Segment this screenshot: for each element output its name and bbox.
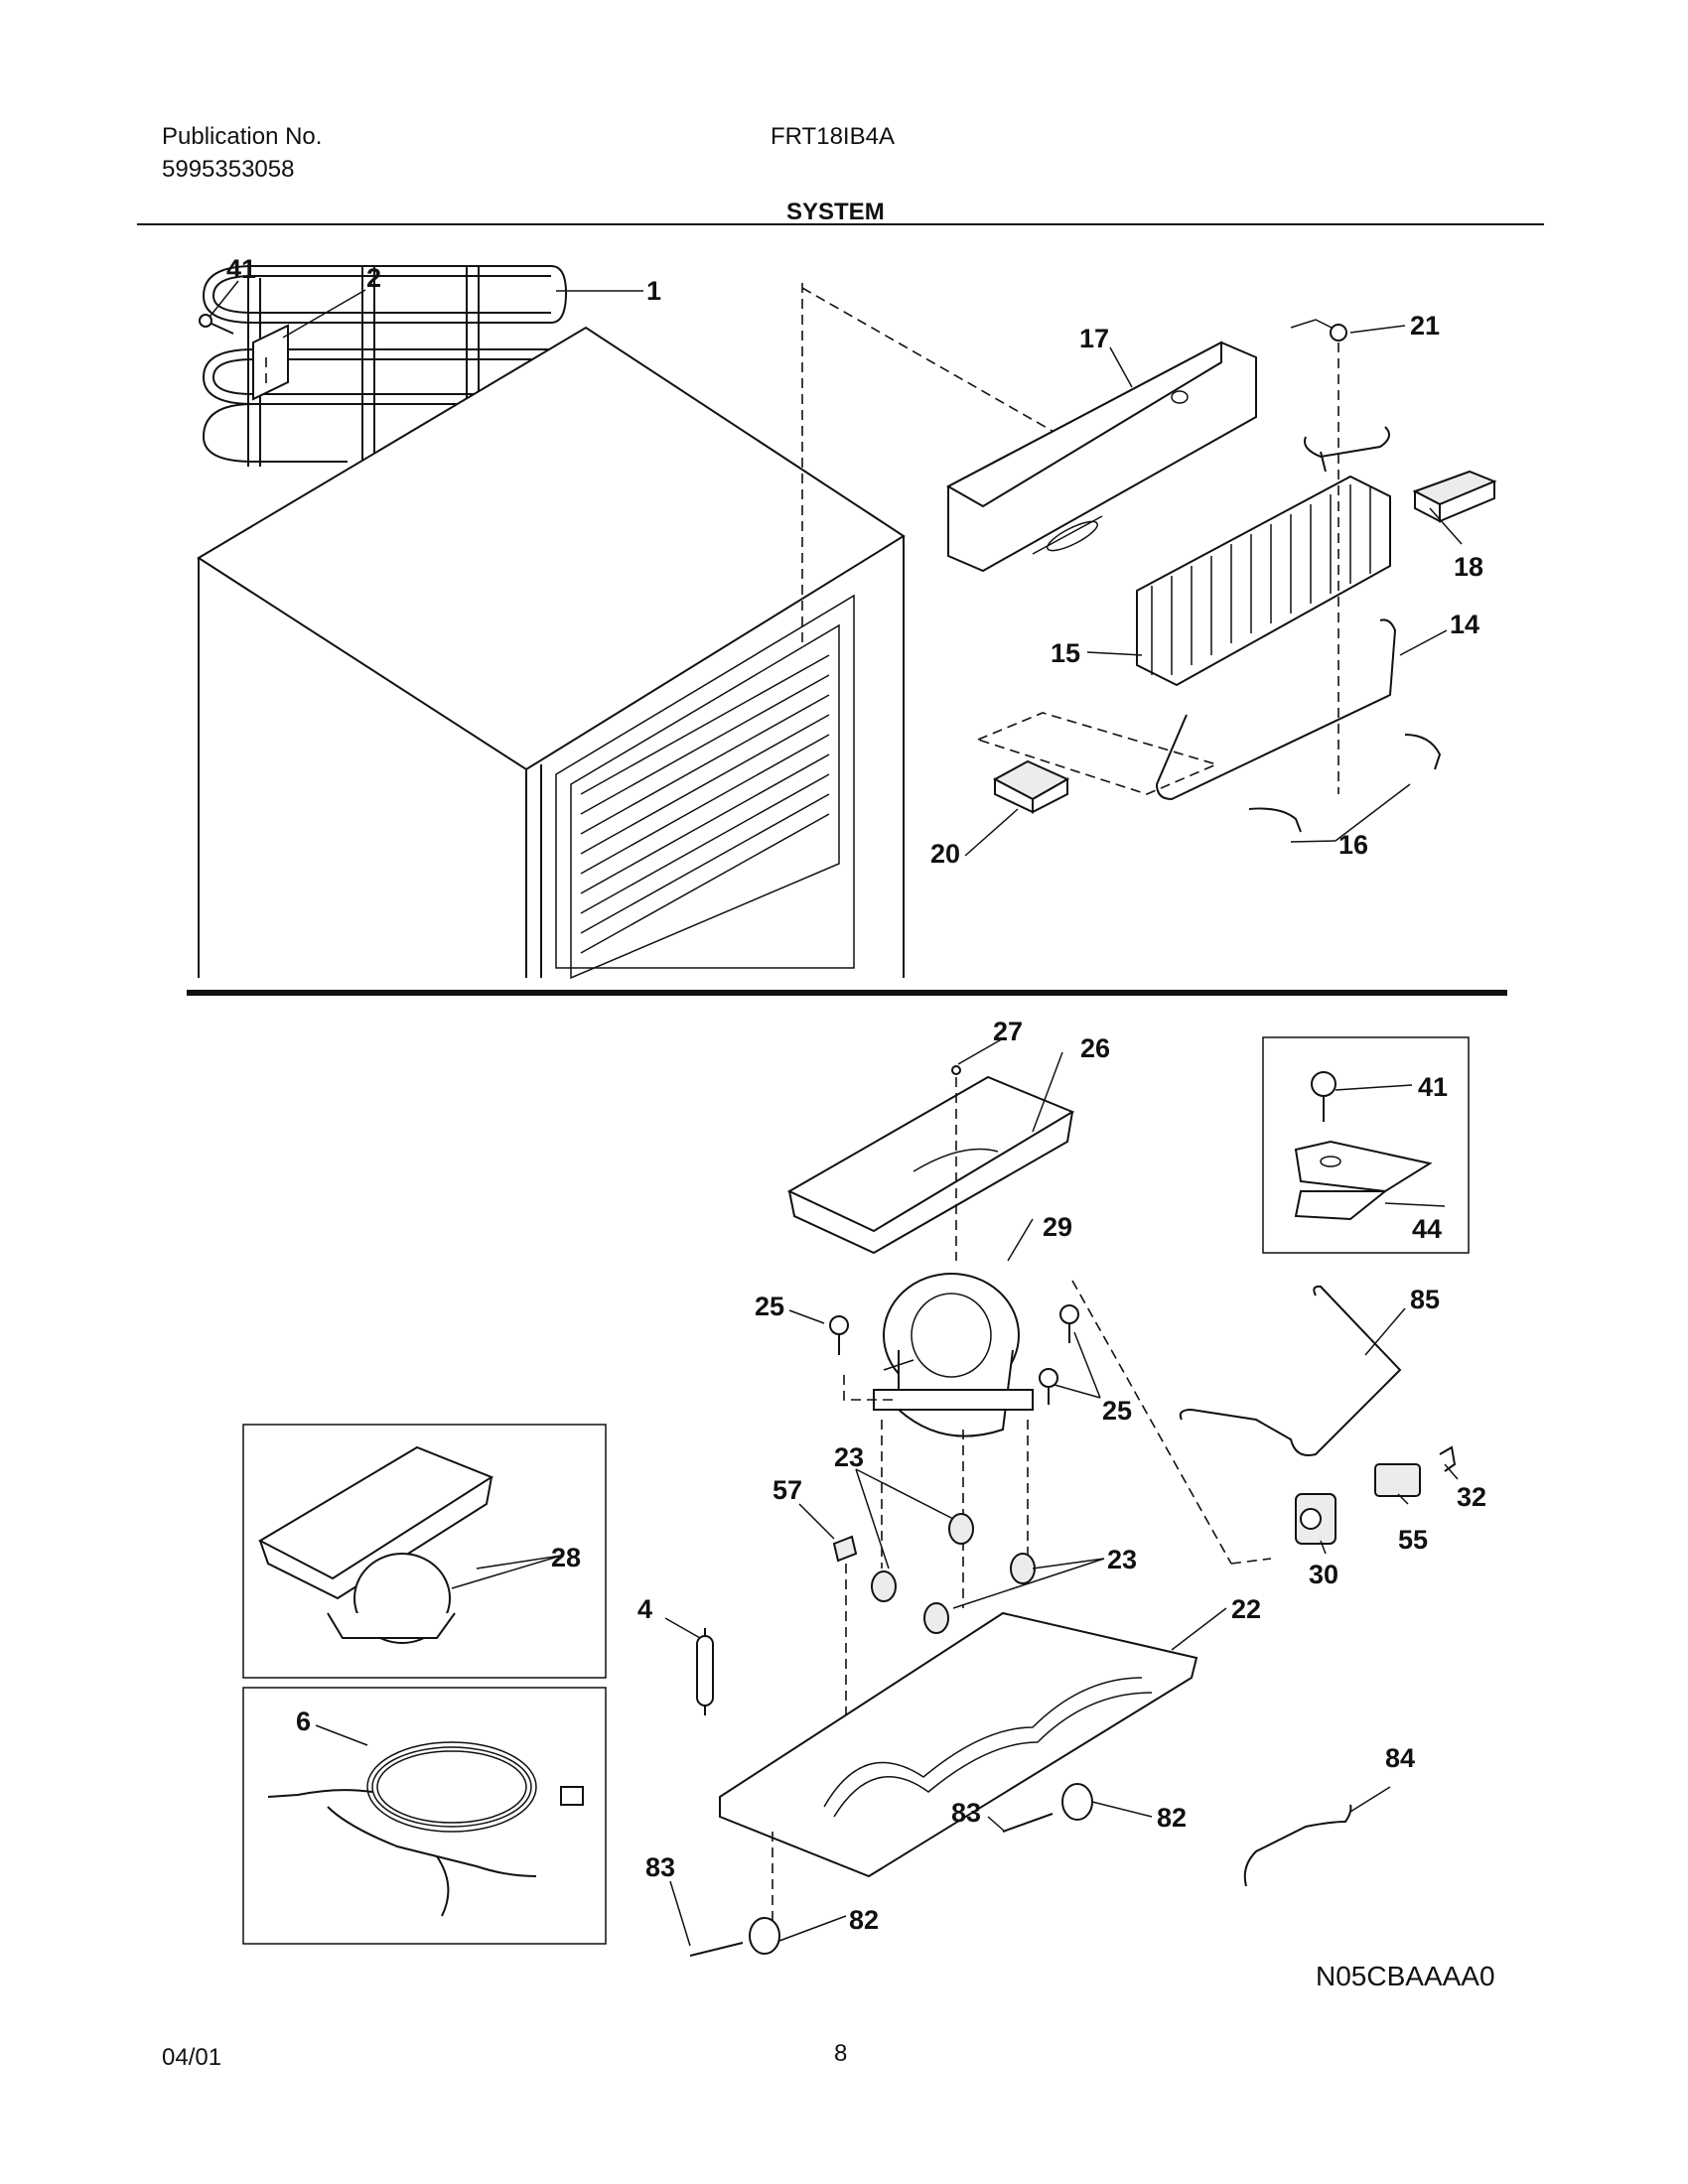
refrigerator-cabinet — [197, 326, 906, 980]
drain-pan — [786, 1075, 1075, 1255]
inset-bracket-parts — [1294, 1071, 1433, 1221]
callout-41-inset: 41 — [1418, 1072, 1448, 1102]
callout-23-lower: 23 — [1107, 1545, 1137, 1574]
condenser-bracket — [252, 324, 289, 401]
callout-21: 21 — [1410, 311, 1440, 341]
start-relay — [1295, 1493, 1336, 1545]
compressor — [873, 1273, 1034, 1437]
callout-leaders — [210, 280, 1463, 1947]
inset-compressor-drawing — [257, 1445, 494, 1644]
callout-82-left: 82 — [849, 1905, 879, 1935]
callout-29: 29 — [1043, 1212, 1072, 1242]
relay-cover-clip — [1439, 1445, 1457, 1472]
callout-30: 30 — [1309, 1560, 1338, 1589]
foot-screws — [689, 1813, 1054, 1957]
callout-16: 16 — [1338, 830, 1368, 860]
page-number: 8 — [834, 2040, 848, 2067]
callout-57: 57 — [773, 1475, 802, 1505]
diagram-code: N05CBAAAA0 — [1316, 1961, 1495, 1991]
filter-dryer — [696, 1628, 714, 1715]
compressor-grommets — [871, 1513, 1036, 1634]
suction-tube — [1179, 1285, 1402, 1456]
callout-labels: 1 2 41 17 21 18 14 15 16 20 27 26 41 44 … — [226, 254, 1486, 1935]
defrost-heater — [1155, 618, 1442, 833]
callout-83-right: 83 — [951, 1798, 981, 1828]
section-title: SYSTEM — [786, 199, 885, 225]
callout-26: 26 — [1080, 1033, 1110, 1063]
evaporator-cover — [945, 341, 1257, 573]
compressor-bolts — [829, 1304, 1079, 1405]
overload-protector — [1374, 1463, 1421, 1497]
callout-83-left: 83 — [645, 1852, 675, 1882]
callout-4: 4 — [637, 1594, 652, 1624]
callout-18: 18 — [1454, 552, 1483, 582]
drain-plug — [951, 1065, 961, 1075]
callout-23-upper: 23 — [834, 1442, 864, 1472]
footer-date: 04/01 — [162, 2044, 222, 2071]
callout-17: 17 — [1079, 324, 1109, 353]
evaporator-coil — [1136, 426, 1391, 687]
callout-2: 2 — [366, 263, 381, 293]
callout-44: 44 — [1412, 1214, 1442, 1244]
defrost-thermostat-wire — [1290, 319, 1347, 794]
publication-label: Publication No. — [162, 123, 323, 150]
callout-28: 28 — [551, 1543, 581, 1572]
compressor-feet — [749, 1783, 1093, 1955]
assembly-dash-line — [801, 283, 1133, 645]
callout-1: 1 — [646, 276, 661, 306]
callout-27: 27 — [993, 1017, 1023, 1046]
callout-25-left: 25 — [755, 1292, 784, 1321]
bracket-screw — [199, 314, 234, 335]
inset-compressor-assembly — [242, 1424, 607, 1679]
callout-32: 32 — [1457, 1482, 1486, 1512]
publication-number: 5995353058 — [162, 156, 295, 183]
callout-82-right: 82 — [1157, 1803, 1187, 1833]
callout-15: 15 — [1051, 638, 1080, 668]
inset-mounting-bracket — [1262, 1036, 1470, 1254]
evaporator-pad — [1412, 470, 1497, 523]
compressor-base-plate — [719, 1611, 1198, 1878]
inset-power-cord — [242, 1687, 607, 1945]
callout-84: 84 — [1385, 1743, 1415, 1773]
callout-85: 85 — [1410, 1285, 1440, 1314]
callout-14: 14 — [1450, 610, 1479, 639]
callout-25-right: 25 — [1102, 1396, 1132, 1426]
callout-20: 20 — [930, 839, 960, 869]
callout-55: 55 — [1398, 1525, 1428, 1555]
model-number: FRT18IB4A — [771, 123, 895, 150]
mounting-clip — [832, 1535, 858, 1737]
callout-6: 6 — [296, 1706, 311, 1736]
callout-41-top: 41 — [226, 254, 256, 284]
callout-22: 22 — [1231, 1594, 1261, 1624]
insulation-pad — [975, 712, 1219, 814]
power-cord-drawing — [267, 1741, 584, 1917]
discharge-tube — [1243, 1804, 1352, 1887]
